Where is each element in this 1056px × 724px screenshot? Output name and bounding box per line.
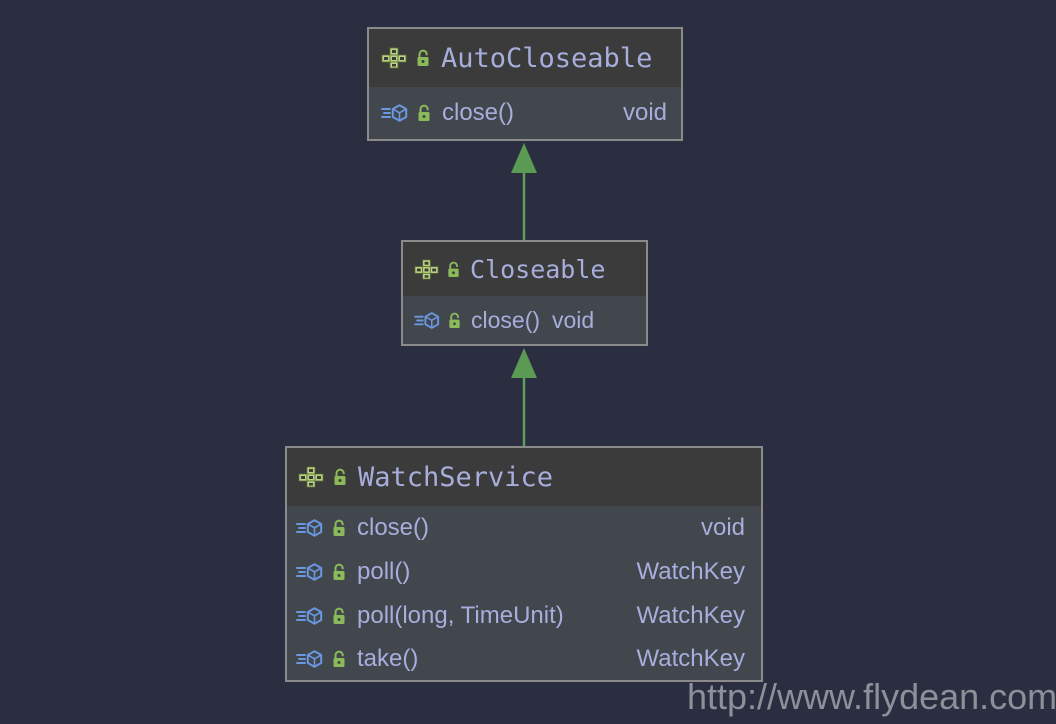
generalization-arrow-watchservice-to-closeable (506, 346, 542, 446)
unlocked-padlock-icon (331, 649, 347, 669)
class-members-autocloseable: close() void (369, 87, 681, 139)
class-box-closeable[interactable]: Closeable (401, 240, 648, 346)
class-name-watchservice: WatchService (358, 461, 554, 493)
member-row[interactable]: poll(long, TimeUnit) WatchKey (287, 594, 761, 638)
unlocked-padlock-icon (331, 562, 347, 582)
member-row[interactable]: close() void (369, 87, 681, 139)
class-name-closeable: Closeable (470, 254, 606, 284)
member-name: poll(long, TimeUnit) (357, 602, 564, 629)
method-icon (296, 606, 324, 626)
member-type: WatchKey (636, 645, 745, 672)
member-type: void (552, 306, 595, 333)
method-icon (296, 518, 324, 538)
class-name-autocloseable: AutoCloseable (441, 42, 653, 74)
interface-icon (298, 465, 324, 489)
class-header-closeable[interactable]: Closeable (403, 242, 646, 296)
member-name: take() (357, 645, 419, 672)
unlocked-padlock-icon (331, 606, 347, 626)
watermark-text: http://www.flydean.com (687, 676, 1056, 717)
member-name: close() (357, 514, 430, 541)
interface-icon (414, 258, 439, 281)
method-icon (414, 311, 441, 330)
member-name: close() (471, 306, 541, 333)
unlocked-padlock-icon (331, 518, 347, 538)
member-row[interactable]: take() WatchKey (287, 638, 761, 680)
member-row[interactable]: poll() WatchKey (287, 550, 761, 594)
class-header-watchservice[interactable]: WatchService (287, 448, 761, 506)
class-header-autocloseable[interactable]: AutoCloseable (369, 29, 681, 87)
method-icon (296, 649, 324, 669)
class-members-watchservice: close() void (287, 506, 761, 680)
class-box-autocloseable[interactable]: AutoCloseable (367, 27, 683, 141)
method-icon (381, 103, 409, 123)
unlocked-padlock-icon (446, 260, 461, 279)
unlocked-padlock-icon (447, 311, 462, 330)
member-row[interactable]: close() void (403, 296, 646, 344)
member-type: WatchKey (636, 558, 745, 585)
member-type: void (622, 99, 667, 126)
member-name: close() (442, 99, 515, 126)
class-box-watchservice[interactable]: WatchService (285, 446, 763, 682)
unlocked-padlock-icon (415, 48, 431, 68)
member-row[interactable]: close() void (287, 506, 761, 550)
unlocked-padlock-icon (416, 103, 432, 123)
member-type: void (700, 514, 745, 541)
generalization-arrow-closeable-to-autocloseable (506, 141, 542, 241)
member-type: WatchKey (636, 602, 745, 629)
method-icon (296, 562, 324, 582)
interface-icon (381, 46, 407, 70)
member-name: poll() (357, 558, 411, 585)
class-members-closeable: close() void (403, 296, 646, 344)
unlocked-padlock-icon (332, 467, 348, 487)
